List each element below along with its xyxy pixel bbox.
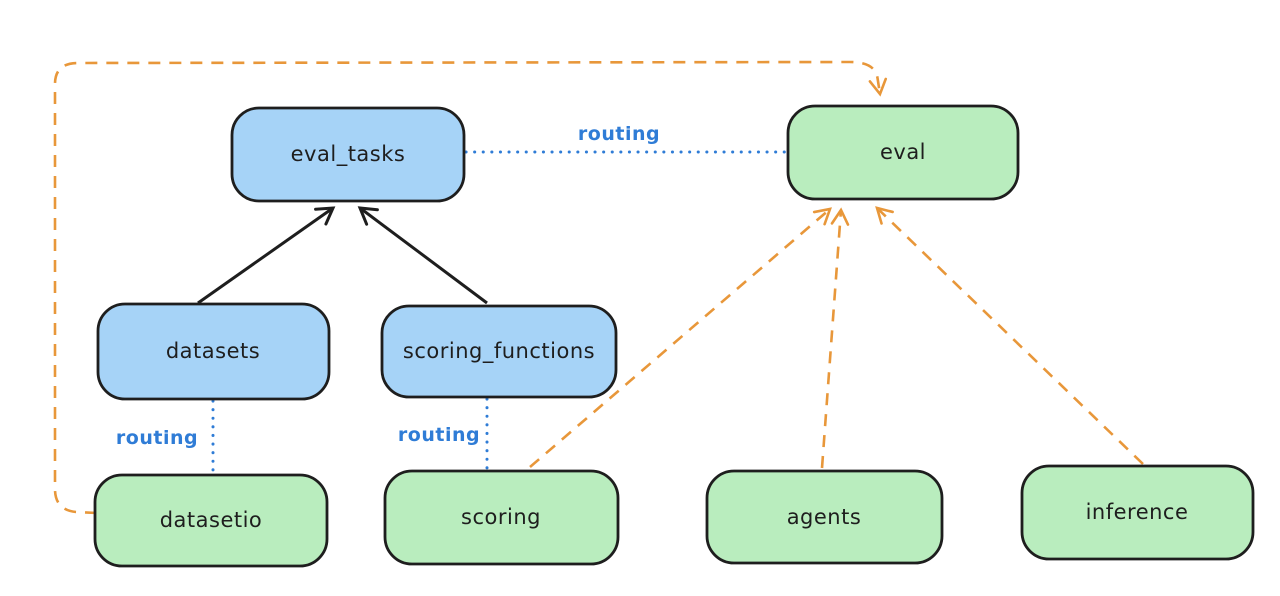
node-eval-box [786,104,1020,201]
edge-agents-to-eval-dashed-arrow [820,207,850,469]
node-eval-tasks: eval_tasks [230,106,466,203]
node-agents-label: agents [787,505,862,529]
node-eval-label: eval [880,140,926,164]
node-inference-label: inference [1086,500,1189,524]
edge-datasets-to-eval-tasks-arrow [197,206,336,305]
edge-scoring-functions-to-eval-tasks-arrow [357,206,488,305]
routing-label-eval-tasks-to-eval: routing [578,123,660,145]
node-scoring-functions-label: scoring_functions [403,339,595,364]
node-datasetio-box [93,473,329,568]
node-datasets-label: datasets [166,339,260,363]
node-datasetio-label: datasetio [160,508,263,532]
node-scoring-functions: scoring_functions [380,304,618,399]
node-eval-tasks-label: eval_tasks [291,142,406,167]
node-scoring-box [383,469,620,566]
node-scoring-label: scoring [461,505,541,529]
node-eval-tasks-box [230,106,466,203]
routing-label-datasets-to-datasetio: routing [116,427,198,449]
node-inference-box [1020,464,1255,561]
routing-label-scoring-functions-to-scoring: routing [398,424,480,446]
edge-scoring-to-eval-dashed-arrow [529,207,832,468]
edge-datasetio-to-eval-dashed-arrow [53,60,888,515]
node-scoring: scoring [383,469,620,566]
node-agents-box [705,469,944,565]
node-scoring-functions-box [380,304,618,399]
node-datasets-box [96,302,331,401]
node-datasetio: datasetio [93,473,329,568]
node-inference: inference [1020,464,1255,561]
node-eval: eval [786,104,1020,201]
edge-inference-to-eval-dashed-arrow [875,206,1144,465]
node-agents: agents [705,469,944,565]
node-datasets: datasets [96,302,331,401]
